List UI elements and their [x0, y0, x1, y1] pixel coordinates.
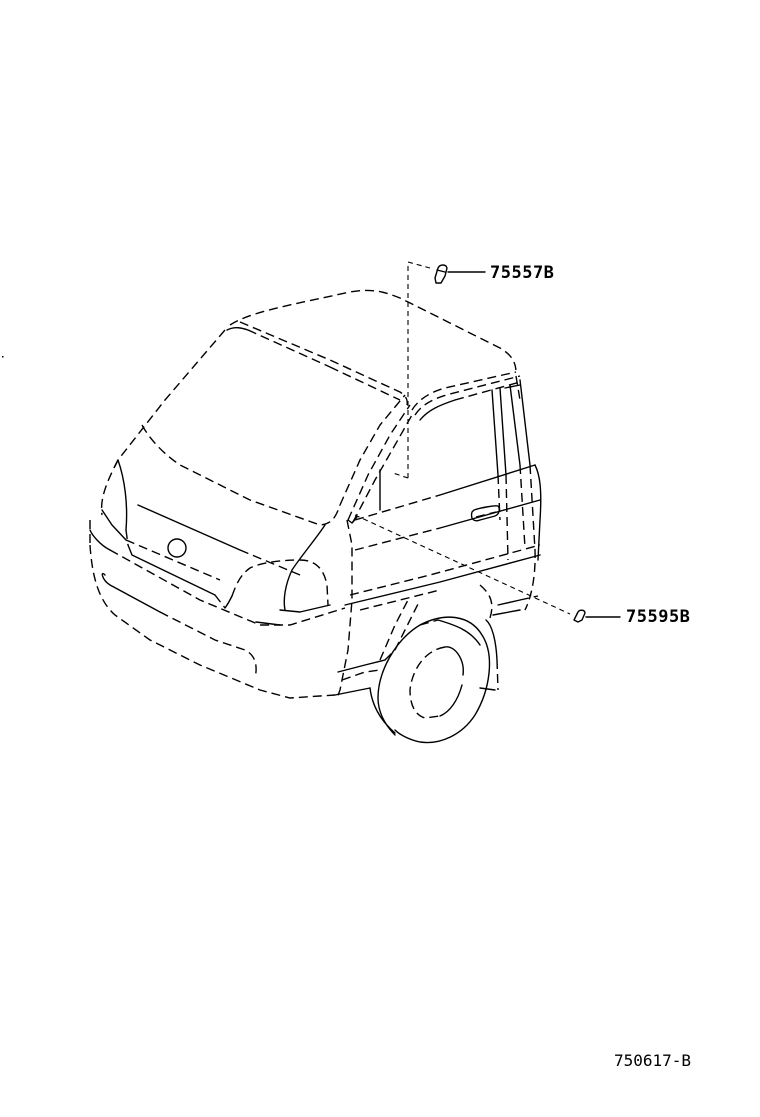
part-label-75557B: 75557B — [490, 263, 555, 283]
figure-code: 750617-B — [614, 1051, 692, 1070]
part-label-75595B: 75595B — [626, 607, 691, 627]
